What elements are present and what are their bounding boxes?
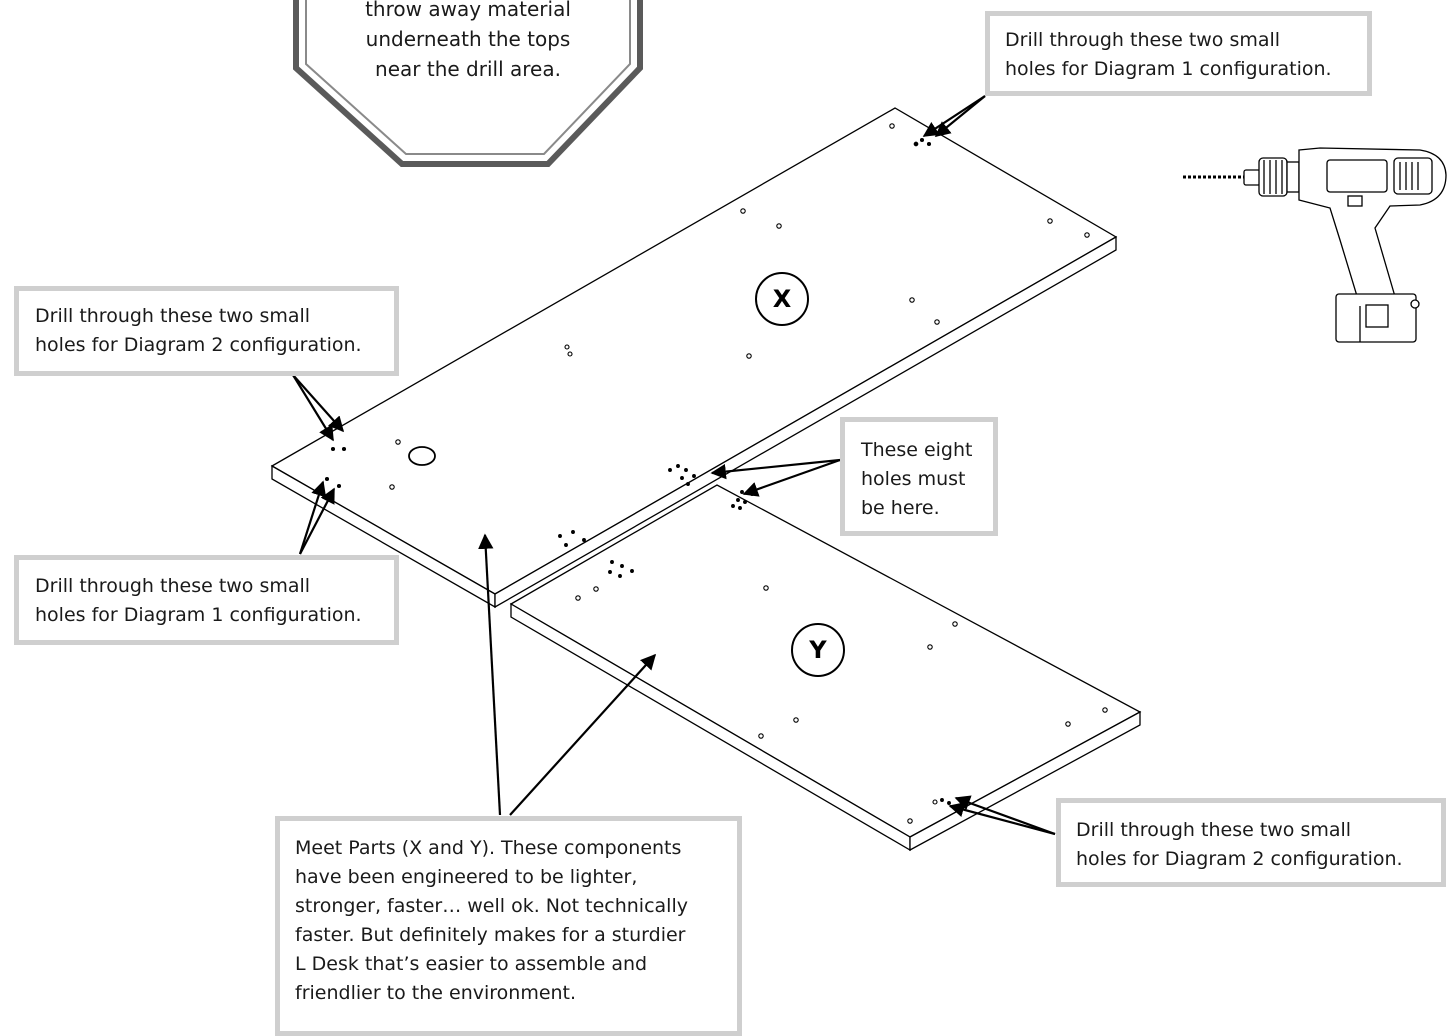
callout-line: friendlier to the environment. bbox=[295, 982, 577, 1004]
callout-left-upper: Drill through these two small holes for … bbox=[14, 286, 399, 376]
warning-line: underneath the tops bbox=[365, 27, 571, 51]
callout-line: holes must bbox=[861, 468, 966, 490]
callout-line: These eight bbox=[861, 439, 973, 461]
callout-left-lower: Drill through these two small holes for … bbox=[14, 555, 399, 645]
callout-line: Drill through these two small bbox=[35, 575, 311, 597]
callout-line: faster. But definitely makes for a sturd… bbox=[295, 924, 686, 946]
callout-line: L Desk that’s easier to assemble and bbox=[295, 953, 648, 975]
callout-line: have been engineered to be lighter, bbox=[295, 866, 638, 888]
callout-bottom-center: Meet Parts (X and Y). These components h… bbox=[275, 816, 742, 1036]
callout-eight-holes: These eight holes must be here. bbox=[840, 417, 998, 536]
callout-line: holes for Diagram 1 configuration. bbox=[1005, 58, 1332, 80]
warning-octagon bbox=[293, 0, 643, 167]
callout-line: Drill through these two small bbox=[1005, 29, 1281, 51]
warning-line: near the drill area. bbox=[375, 57, 561, 81]
callout-line: Meet Parts (X and Y). These components bbox=[295, 837, 682, 859]
part-x-label: X bbox=[755, 272, 809, 326]
part-y-label: Y bbox=[791, 623, 845, 677]
warning-text: throw away material underneath the tops … bbox=[318, 0, 618, 84]
callout-line: holes for Diagram 1 configuration. bbox=[35, 604, 362, 626]
callout-line: Drill through these two small bbox=[1076, 819, 1352, 841]
callout-line: Drill through these two small bbox=[35, 305, 311, 327]
callout-line: holes for Diagram 2 configuration. bbox=[35, 334, 362, 356]
callout-line: be here. bbox=[861, 497, 940, 519]
callout-line: stronger, faster… well ok. Not technical… bbox=[295, 895, 688, 917]
callout-bottom-right: Drill through these two small holes for … bbox=[1056, 798, 1446, 887]
callout-line: holes for Diagram 2 configuration. bbox=[1076, 848, 1403, 870]
power-drill-icon bbox=[1183, 147, 1447, 343]
part-x-holes bbox=[324, 123, 1090, 547]
warning-line: throw away material bbox=[365, 0, 571, 21]
callout-top-right: Drill through these two small holes for … bbox=[985, 11, 1372, 96]
pointer-arrows bbox=[292, 95, 1056, 836]
